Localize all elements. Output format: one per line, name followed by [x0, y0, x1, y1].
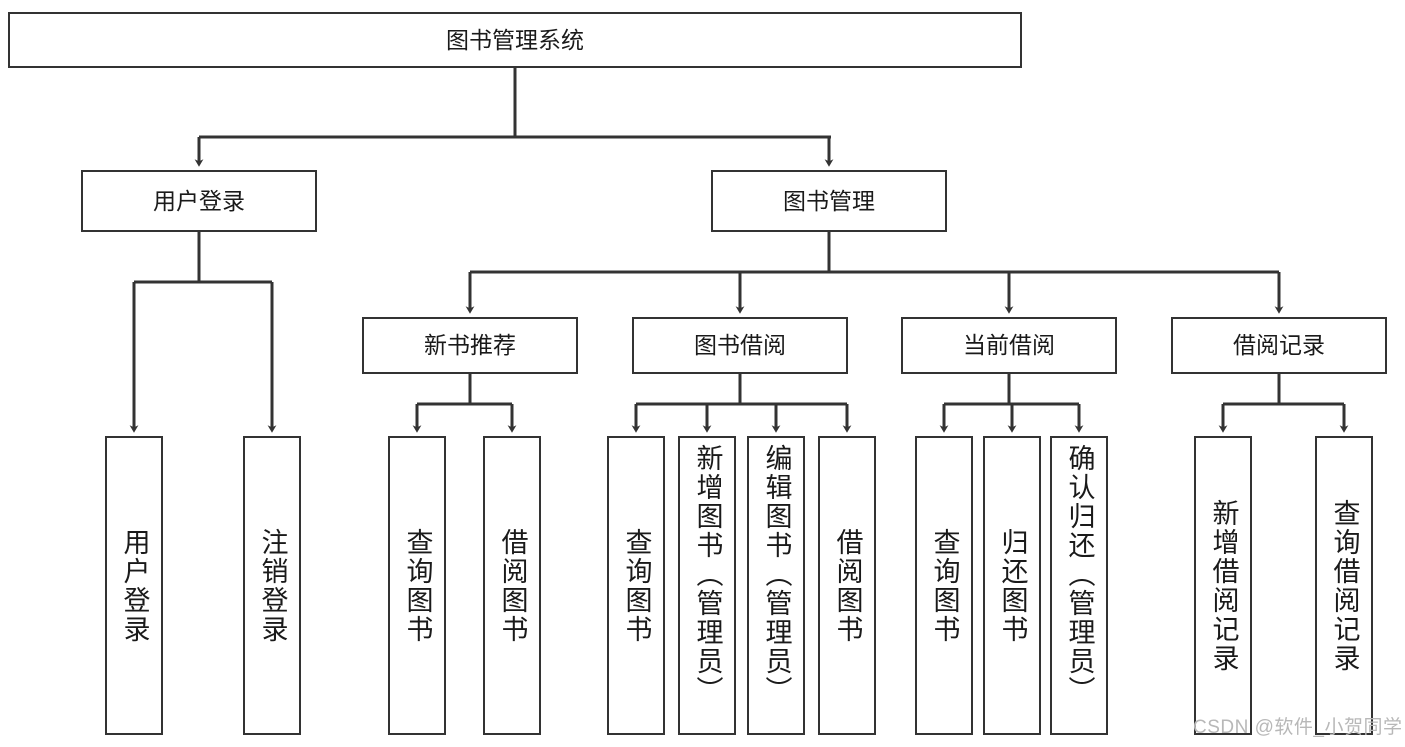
- leaf-borrow-add-book-admin[interactable]: 新增图书（管理员）: [678, 436, 736, 735]
- leaf-borrow-edit-book-admin[interactable]: 编辑图书（管理员）: [747, 436, 805, 735]
- node-label: 归还图书: [997, 527, 1028, 644]
- leaf-current-confirm-return-admin[interactable]: 确认归还（管理员）: [1050, 436, 1108, 735]
- leaf-current-query-book[interactable]: 查询图书: [915, 436, 973, 735]
- node-label: 图书管理系统: [446, 26, 584, 53]
- node-current-borrowing[interactable]: 当前借阅: [901, 317, 1117, 374]
- leaf-new-book-borrow[interactable]: 借阅图书: [483, 436, 541, 735]
- csdn-watermark: CSDN @软件_小贺同学: [1193, 717, 1403, 738]
- node-label: 新增借阅记录: [1208, 498, 1239, 673]
- node-label: 借阅记录: [1233, 332, 1325, 359]
- node-label: 借阅图书: [497, 527, 528, 644]
- node-label: 图书借阅: [694, 332, 786, 359]
- node-label: 用户登录: [153, 187, 245, 214]
- node-label: 当前借阅: [963, 332, 1055, 359]
- node-book-borrowing[interactable]: 图书借阅: [632, 317, 848, 374]
- node-label: 编辑图书（管理员）: [761, 444, 792, 705]
- leaf-user-login-login[interactable]: 用户登录: [105, 436, 163, 735]
- leaf-borrow-query-book[interactable]: 查询图书: [607, 436, 665, 735]
- node-borrow-records[interactable]: 借阅记录: [1171, 317, 1387, 374]
- node-new-book-recommendation[interactable]: 新书推荐: [362, 317, 578, 374]
- node-book-management[interactable]: 图书管理: [711, 170, 947, 232]
- node-label: 查询图书: [621, 527, 652, 644]
- leaf-records-add-record[interactable]: 新增借阅记录: [1194, 436, 1252, 735]
- leaf-current-return-book[interactable]: 归还图书: [983, 436, 1041, 735]
- node-user-login[interactable]: 用户登录: [81, 170, 317, 232]
- node-label: 查询图书: [402, 527, 433, 644]
- node-label: 新书推荐: [424, 332, 516, 359]
- node-label: 确认归还（管理员）: [1064, 444, 1095, 705]
- node-label: 新增图书（管理员）: [692, 444, 723, 705]
- node-label: 借阅图书: [832, 527, 863, 644]
- node-label: 用户登录: [119, 527, 150, 644]
- leaf-borrow-borrow-book[interactable]: 借阅图书: [818, 436, 876, 735]
- leaf-user-login-logout[interactable]: 注销登录: [243, 436, 301, 735]
- node-label: 查询图书: [929, 527, 960, 644]
- node-root-book-management-system[interactable]: 图书管理系统: [8, 12, 1022, 68]
- node-label: 注销登录: [257, 527, 288, 644]
- leaf-new-book-query[interactable]: 查询图书: [388, 436, 446, 735]
- node-label: 图书管理: [783, 187, 875, 214]
- leaf-records-query-record[interactable]: 查询借阅记录: [1315, 436, 1373, 735]
- node-label: 查询借阅记录: [1329, 498, 1360, 673]
